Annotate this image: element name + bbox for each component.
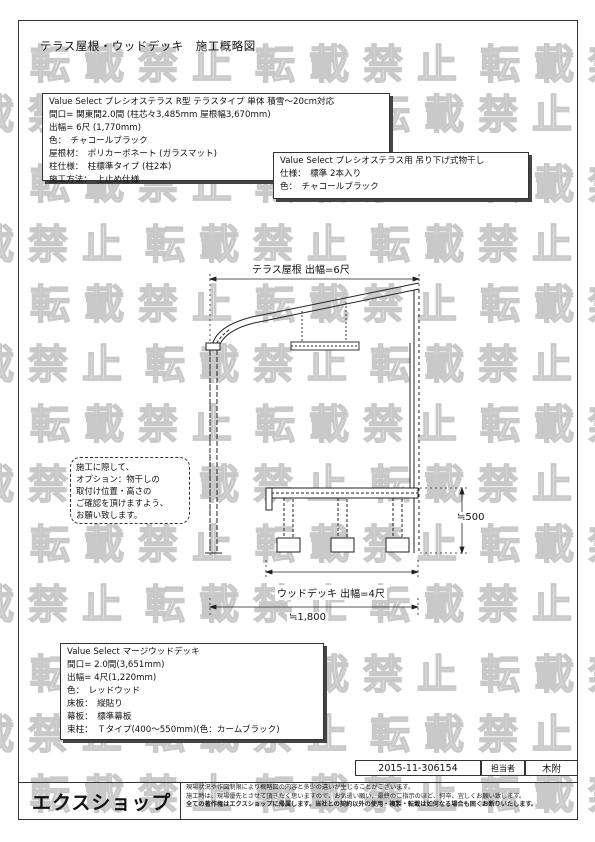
disclaimer: 現場状況や作図制限により概略図の内容と多少の違いが生じることがございます。 施工… xyxy=(186,784,576,810)
disclaimer-line: 現場状況や作図制限により概略図の内容と多少の違いが生じることがございます。 xyxy=(186,784,415,791)
deck-spec-line: 間口= 2.0間(3,651mm) xyxy=(67,660,165,670)
roof-spec-line: 屋根材： ポリカーボネート (ガラスマット) xyxy=(49,149,217,159)
roof-spec-line: Value Select プレシオステラス R型 テラスタイプ 単体 積雪～20… xyxy=(49,97,335,107)
deck-spec-line: 床板： 縦貼り xyxy=(67,699,123,709)
note-line: 施工に際して、 xyxy=(76,462,134,472)
roof-dimension-line xyxy=(208,274,421,555)
house-wall xyxy=(409,290,420,553)
dryer-spec-line: 色： チャコールブラック xyxy=(280,182,379,192)
clothes-dryer xyxy=(290,302,360,351)
footer-divider xyxy=(18,782,578,783)
roof-projection-label: テラス屋根 出幅=6尺 xyxy=(250,261,352,276)
deck-dimension-line xyxy=(264,560,420,578)
note-line: 取付け位置・高さの xyxy=(76,486,152,496)
deck-spec-line: 出幅= 4尺(1,220mm) xyxy=(67,673,157,683)
dryer-spec-line: Value Select プレシオステラス用 吊り下げ式物干し xyxy=(280,156,485,166)
deck-post xyxy=(385,497,410,553)
front-post xyxy=(205,350,222,554)
roof-spec-line: 出幅= 6尺 (1,770mm) xyxy=(49,123,141,133)
total-dimension-line xyxy=(208,598,420,615)
deck-projection-label: ウッドデッキ 出幅=4尺 xyxy=(275,585,387,600)
terrace-roof xyxy=(205,282,420,351)
dryer-spec-line: 仕様： 標準 2本入り xyxy=(280,169,362,179)
disclaimer-line: 施工時は、現場優先とさせて頂きたく思いますので、お気遣い願い、最終のご指示のほど… xyxy=(186,792,526,800)
roof-spec-line: 施工方法： 上止め仕様 xyxy=(49,175,140,185)
wood-deck xyxy=(265,487,419,553)
document-number: 2015-11-306154 xyxy=(355,760,481,776)
deck-spec-line: 束柱： Ｔタイプ(400～550mm)(色：カームブラック) xyxy=(67,725,280,735)
title-block: 2015-11-306154 担当者 木附 エクスショップ 現場状況や作図制限に… xyxy=(18,760,578,820)
deck-spec-line: 幕板： 標準幕板 xyxy=(67,712,132,722)
total-projection-label: ≒1,800 xyxy=(287,612,329,623)
installation-note: 施工に際して、 オプション：物干しの 取付け位置・高さの ご確認を頂けますよう、… xyxy=(70,457,190,524)
staff-name: 木附 xyxy=(525,760,578,776)
roof-spec-line: 間口= 関東間2.0間 (柱芯々3,485mm 屋根幅3,670mm) xyxy=(49,110,271,120)
deck-spec-line: 色： レッドウッド xyxy=(67,686,141,696)
note-line: オプション：物干しの xyxy=(76,474,160,484)
dryer-spec-box: Value Select プレシオステラス用 吊り下げ式物干し 仕様： 標準 2… xyxy=(273,152,529,199)
page-title: テラス屋根・ウッドデッキ 施工概略図 xyxy=(40,39,256,53)
roof-spec-line: 色： チャコールブラック xyxy=(49,136,148,146)
deck-height-label: ≒500 xyxy=(455,512,487,523)
staff-label: 担当者 xyxy=(481,760,525,776)
roof-spec-line: 柱仕様： 柱標準タイプ (柱2本) xyxy=(49,162,172,172)
disclaimer-line: 全ての著作権はエクスショップに帰属します。当社との契約以外の使用・複製・転載は如… xyxy=(186,801,538,809)
note-line: お願い致します。 xyxy=(76,510,143,520)
deck-post xyxy=(276,497,301,553)
deck-post xyxy=(330,497,355,553)
deck-spec-box: Value Select マージウッドデッキ 間口= 2.0間(3,651mm)… xyxy=(60,643,324,740)
company-logo: エクスショップ xyxy=(32,792,172,814)
deck-spec-line: Value Select マージウッドデッキ xyxy=(67,647,200,657)
note-line: ご確認を頂けますよう、 xyxy=(76,498,169,508)
footer-divider xyxy=(180,782,181,820)
